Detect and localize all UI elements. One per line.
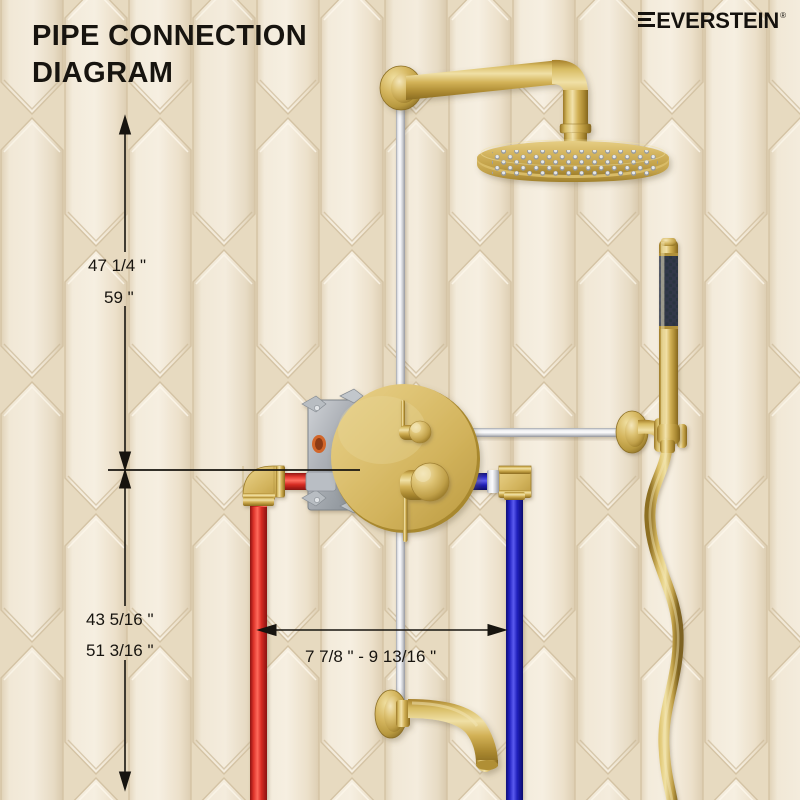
dimension-vertical-upper [118,114,132,472]
brand-name: EVERSTEIN [656,8,780,33]
registered-trademark-icon: ® [780,11,786,20]
tub-spout [374,689,498,772]
shower-arm [379,59,592,155]
cold-water-pipe [455,465,532,800]
dimension-horizontal [256,623,508,637]
handshower-supply-pipe [455,428,623,437]
diverter-handle[interactable] [399,400,432,444]
riser-pipe-upper [396,102,405,392]
hand-shower-hose [644,438,684,800]
dimension-lines [108,114,508,792]
brand-logo: EVERSTEIN ® [638,8,786,32]
mixer-handle[interactable] [400,462,450,542]
everstein-e-mark-icon [638,8,656,27]
rain-shower-head [477,139,669,182]
hand-shower-wand [657,238,680,444]
riser-pipe-lower [396,530,405,712]
dimension-vertical-lower [118,468,132,792]
hot-water-pipe [242,465,346,800]
